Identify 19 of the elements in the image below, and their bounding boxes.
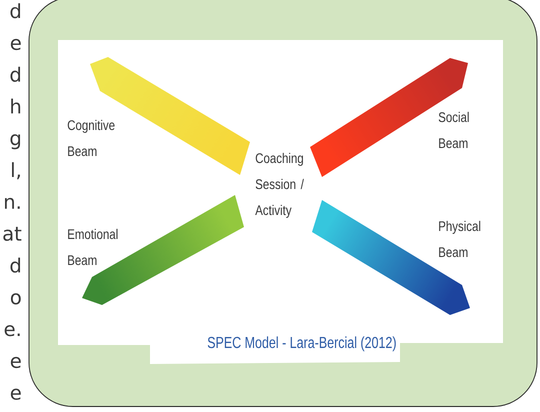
text-fragment: g xyxy=(10,134,20,150)
beam-label: Physical Beam xyxy=(439,220,480,258)
beam-label: Cognitive Beam xyxy=(68,120,115,156)
text-fragment: e xyxy=(10,388,21,400)
text-fragment: l, xyxy=(12,162,20,180)
caption: SPEC Model - Lara-Bercial (2012) xyxy=(208,336,396,352)
text-fragment: d xyxy=(10,258,20,273)
text-fragment: d xyxy=(10,66,20,82)
centre-label: Coaching Session / Activity xyxy=(255,152,304,218)
beam-label: Social Beam xyxy=(438,112,469,148)
text-fragment: e xyxy=(10,356,21,368)
text-fragment: at xyxy=(3,226,22,241)
beam-label: Emotional Beam xyxy=(68,228,118,266)
text-fragment: h xyxy=(11,98,20,114)
text-fragment: o xyxy=(10,293,21,304)
text-fragment: e xyxy=(10,38,21,50)
text-fragment: n. xyxy=(5,198,20,209)
text-fragment: d xyxy=(10,3,20,18)
text-fragment: e. xyxy=(4,325,20,336)
